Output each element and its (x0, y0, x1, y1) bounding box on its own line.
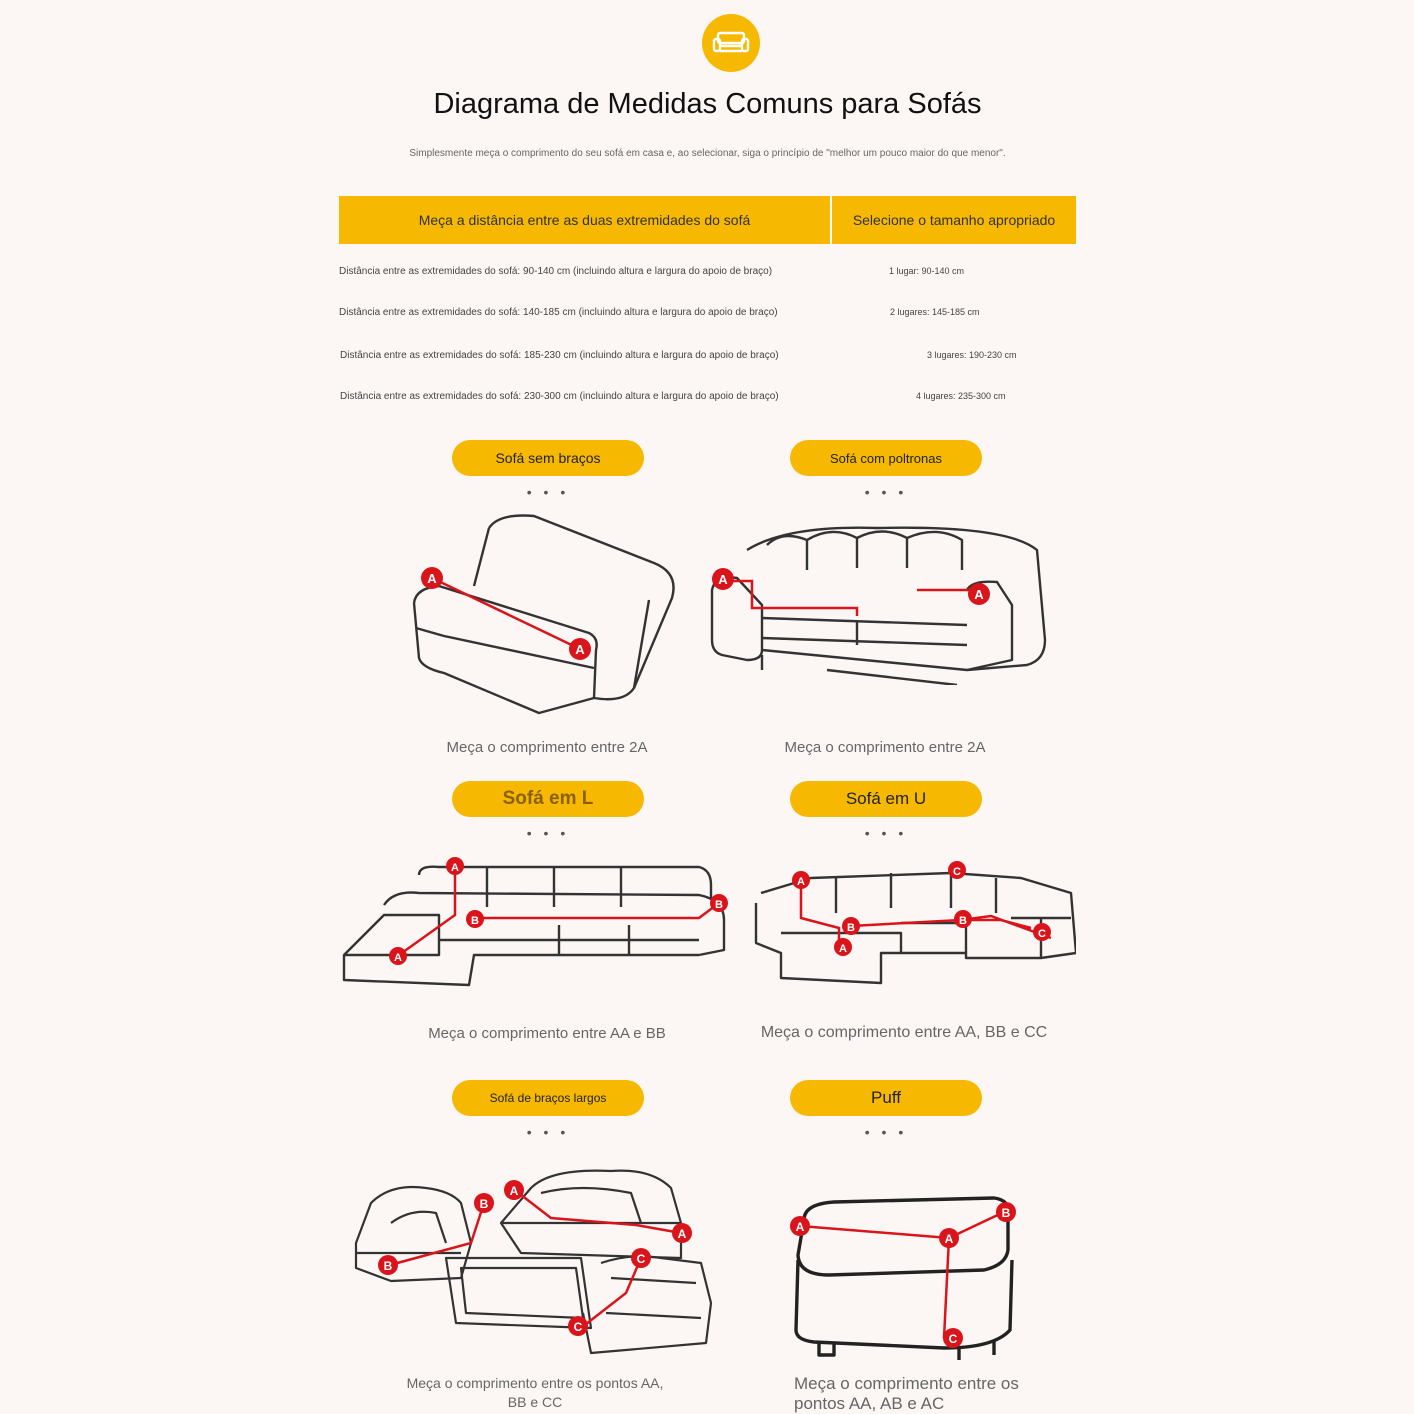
page-subtitle: Simplesmente meça o comprimento do seu s… (409, 148, 1006, 159)
marker-b-icon: B (842, 917, 860, 935)
svg-text:A: A (839, 943, 847, 955)
caption-l-shape: Meça o comprimento entre AA e BB (428, 1025, 666, 1042)
svg-text:A: A (797, 876, 805, 888)
marker-c-icon: C (943, 1328, 963, 1348)
row-size: 2 lugares: 145-185 cm (890, 307, 980, 317)
marker-a-icon: A (672, 1223, 692, 1243)
dots-divider: • • • (864, 1124, 908, 1140)
marker-a-icon: A (569, 638, 591, 660)
marker-b-icon: B (954, 910, 972, 928)
table-row: Distância entre as extremidades do sofá:… (339, 391, 1076, 411)
svg-text:B: B (1002, 1206, 1011, 1220)
type-label-armchair: Sofá com poltronas (790, 440, 982, 476)
type-label-ottoman: Puff (790, 1080, 982, 1116)
marker-a-icon: A (968, 583, 990, 605)
table-row: Distância entre as extremidades do sofá:… (339, 350, 1076, 370)
caption-u-shape: Meça o comprimento entre AA, BB e CC (760, 1024, 1048, 1041)
svg-text:A: A (678, 1227, 687, 1241)
marker-a-icon: A (792, 871, 810, 889)
marker-a-icon: A (421, 567, 443, 589)
caption-ottoman: Meça o comprimento entre os pontos AA, A… (794, 1374, 1019, 1413)
dots-divider: • • • (526, 484, 570, 500)
ottoman-illustration: A A B C (790, 1196, 1016, 1360)
row-distance: Distância entre as extremidades do sofá:… (339, 307, 778, 318)
row-size: 3 lugares: 190-230 cm (927, 350, 1017, 360)
svg-text:B: B (480, 1197, 489, 1211)
svg-text:B: B (384, 1259, 393, 1273)
marker-a-icon: A (712, 568, 734, 590)
marker-c-icon: C (948, 861, 966, 879)
marker-b-icon: B (466, 910, 484, 928)
l-shape-sofa-illustration: A A B B (342, 857, 728, 987)
caption-armless: Meça o comprimento entre 2A (446, 739, 648, 756)
armchair-sofa-illustration: A A (710, 526, 1047, 685)
svg-text:C: C (574, 1320, 583, 1334)
dots-divider: • • • (864, 825, 908, 841)
svg-text:A: A (718, 572, 728, 587)
marker-c-icon: C (1033, 923, 1051, 941)
svg-text:A: A (394, 952, 402, 964)
wide-arm-sofa-set-illustration: A A B B C C (354, 1169, 713, 1355)
svg-text:C: C (953, 866, 961, 878)
sofa-icon-badge (702, 14, 760, 72)
dots-divider: • • • (864, 484, 908, 500)
size-guide: Diagrama de Medidas Comuns para Sofás Si… (339, 0, 1076, 1414)
caption-wide-arms: Meça o comprimento entre os pontos AA, B… (406, 1375, 664, 1410)
svg-text:A: A (945, 1232, 954, 1246)
marker-c-icon: C (568, 1316, 588, 1336)
svg-text:B: B (847, 922, 855, 934)
armless-sofa-illustration: A A (412, 514, 675, 715)
marker-a-icon: A (504, 1180, 524, 1200)
svg-text:A: A (796, 1220, 805, 1234)
svg-text:C: C (1038, 928, 1046, 940)
marker-b-icon: B (474, 1193, 494, 1213)
row-size: 1 lugar: 90-140 cm (889, 266, 965, 276)
marker-b-icon: B (378, 1255, 398, 1275)
svg-text:B: B (959, 915, 967, 927)
type-label-u-shape: Sofá em U (790, 781, 982, 817)
dots-divider: • • • (526, 825, 570, 841)
table-header-distance: Meça a distância entre as duas extremida… (339, 196, 832, 244)
svg-text:C: C (949, 1332, 958, 1346)
type-label-armless: Sofá sem braços (452, 440, 644, 476)
svg-text:B: B (715, 899, 723, 911)
svg-text:A: A (575, 642, 585, 657)
u-shape-sofa-illustration: A A B B C C (754, 861, 1076, 985)
row-distance: Distância entre as extremidades do sofá:… (340, 391, 779, 402)
marker-b-icon: B (996, 1202, 1016, 1222)
type-label-l-shape: Sofá em L (452, 781, 644, 817)
marker-c-icon: C (631, 1248, 651, 1268)
marker-a-icon: A (939, 1228, 959, 1248)
svg-text:B: B (471, 915, 479, 927)
marker-a-icon: A (446, 857, 464, 875)
marker-a-icon: A (389, 947, 407, 965)
svg-text:A: A (451, 862, 459, 874)
marker-a-icon: A (834, 938, 852, 956)
row-size: 4 lugares: 235-300 cm (916, 391, 1006, 401)
dots-divider: • • • (526, 1124, 570, 1140)
row-distance: Distância entre as extremidades do sofá:… (339, 266, 773, 277)
page-title: Diagrama de Medidas Comuns para Sofás (433, 88, 982, 120)
row-distance: Distância entre as extremidades do sofá:… (340, 350, 779, 361)
table-header: Meça a distância entre as duas extremida… (339, 196, 1076, 244)
caption-armchair: Meça o comprimento entre 2A (784, 739, 986, 756)
type-label-wide-arms: Sofá de braços largos (452, 1080, 644, 1116)
table-row: Distância entre as extremidades do sofá:… (339, 266, 1076, 286)
svg-text:A: A (510, 1184, 519, 1198)
marker-a-icon: A (790, 1216, 810, 1236)
table-row: Distância entre as extremidades do sofá:… (339, 307, 1076, 327)
svg-text:A: A (427, 571, 437, 586)
svg-text:A: A (974, 587, 984, 602)
table-header-size: Selecione o tamanho apropriado (852, 212, 1056, 228)
svg-text:C: C (637, 1252, 646, 1266)
marker-b-icon: B (710, 894, 728, 912)
sofa-icon (712, 31, 750, 53)
